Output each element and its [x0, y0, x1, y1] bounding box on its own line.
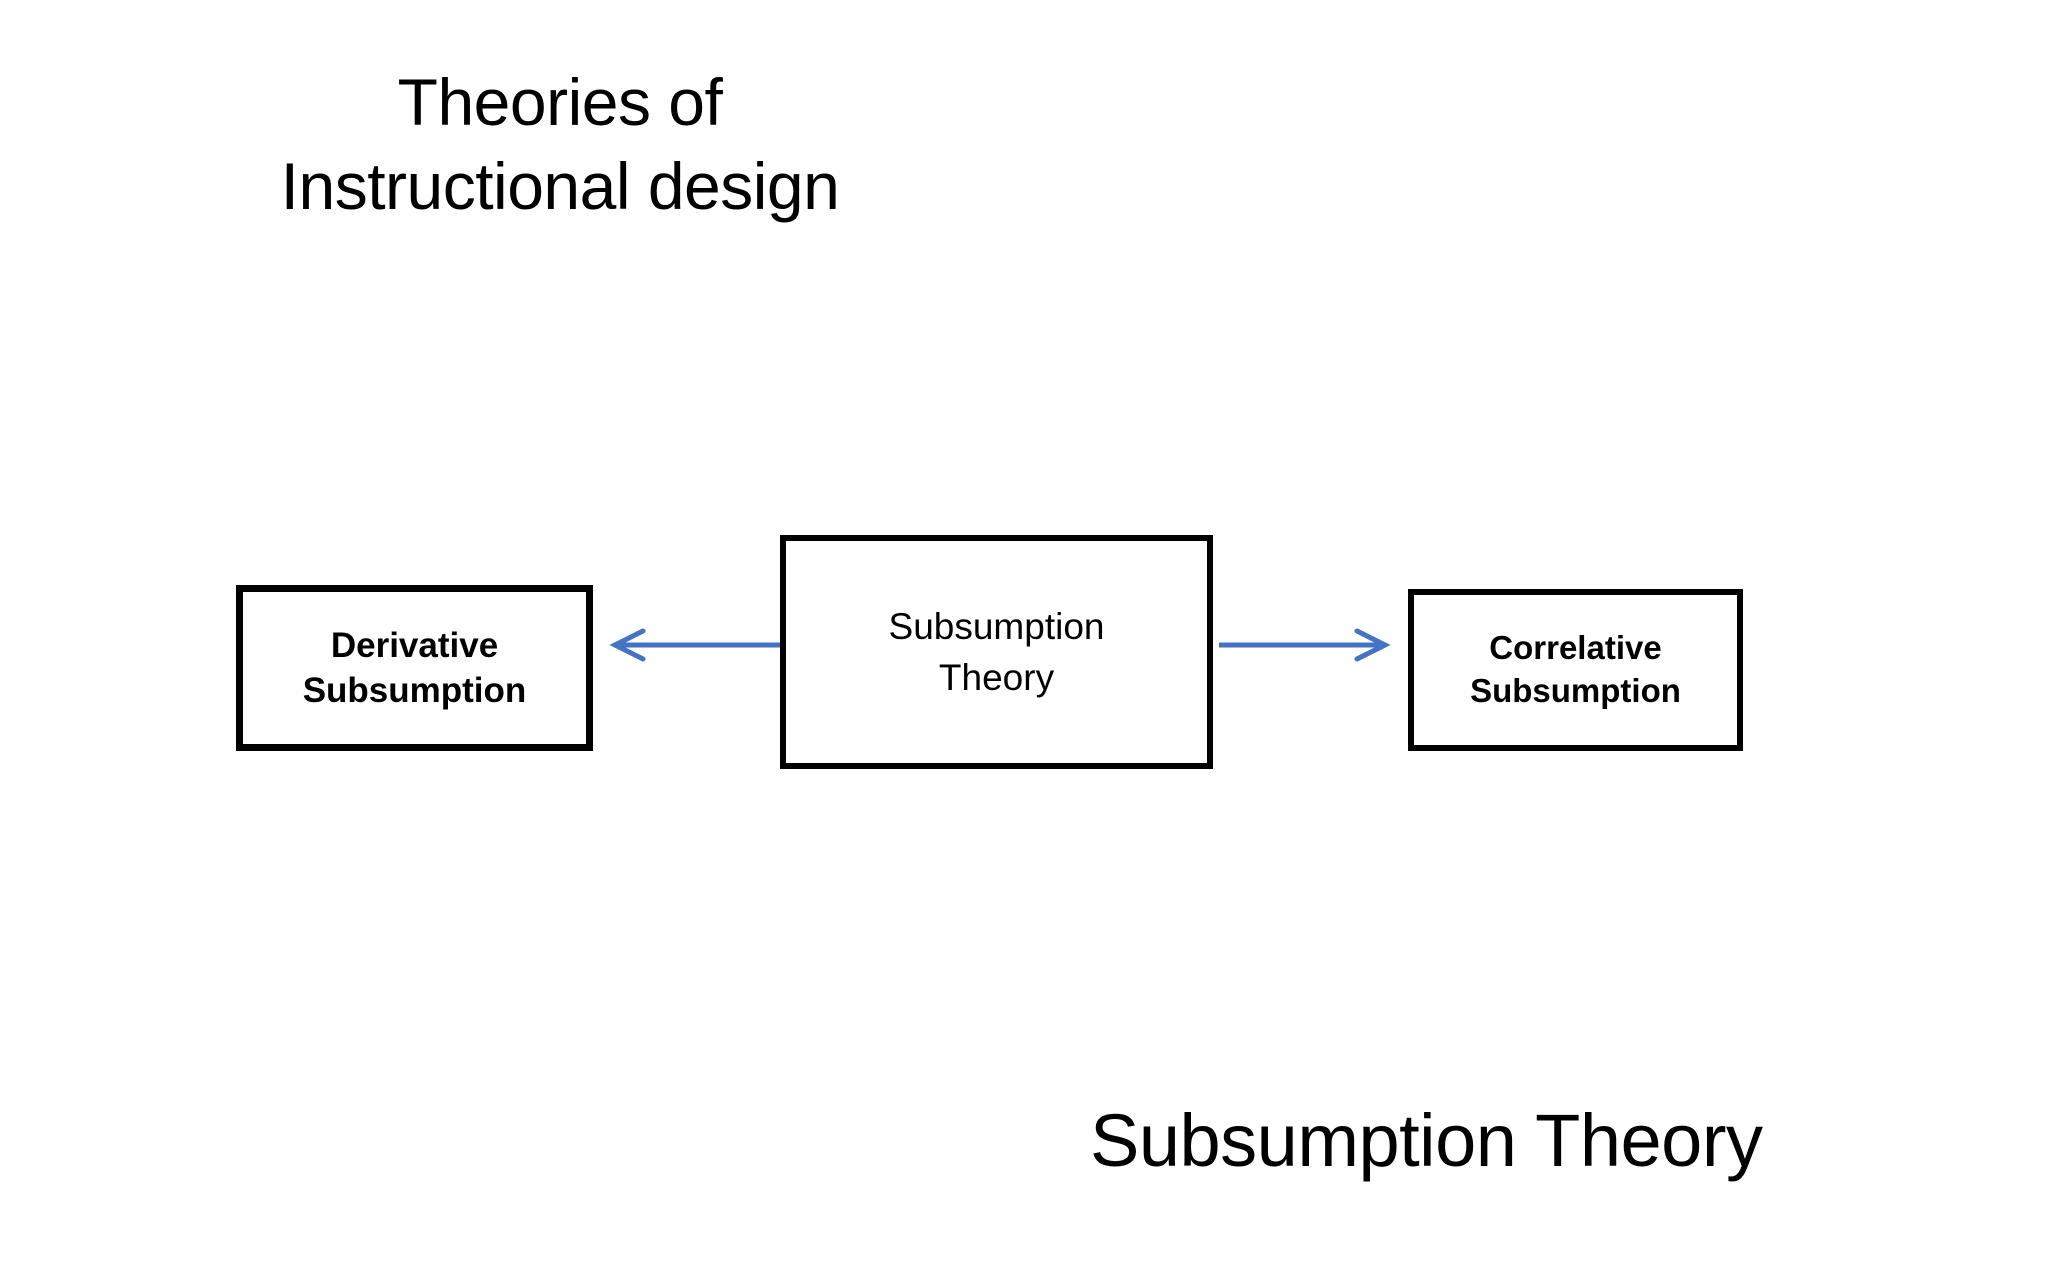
arrow-center-to-correlative: [1219, 614, 1395, 676]
slide-caption: Subsumption Theory: [1090, 1099, 1763, 1182]
diagram-node-derivative-subsumption: Derivative Subsumption: [236, 585, 593, 751]
diagram-node-correlative-subsumption-label: Correlative Subsumption: [1464, 627, 1687, 713]
diagram-node-subsumption-theory: Subsumption Theory: [780, 535, 1213, 769]
page-title-line-2: Instructional design: [280, 149, 840, 224]
page-title-line-1: Theories of: [397, 65, 723, 139]
correlative-label-line-2: Subsumption: [1470, 672, 1681, 709]
diagram-node-subsumption-theory-label: Subsumption Theory: [883, 601, 1111, 703]
diagram-node-correlative-subsumption: Correlative Subsumption: [1408, 589, 1743, 751]
arrow-center-to-derivative: [605, 614, 780, 676]
arrow-right-icon: [1219, 628, 1391, 662]
center-label-line-2: Theory: [938, 657, 1055, 698]
diagram-node-derivative-subsumption-label: Derivative Subsumption: [297, 623, 533, 714]
correlative-label-line-1: Correlative: [1489, 629, 1662, 667]
center-label-line-1: Subsumption: [888, 605, 1105, 647]
derivative-label-line-1: Derivative: [330, 625, 499, 665]
derivative-label-line-2: Subsumption: [302, 671, 527, 710]
arrow-left-icon: [609, 628, 780, 662]
page-title: Theories of Instructional design: [120, 60, 1000, 229]
